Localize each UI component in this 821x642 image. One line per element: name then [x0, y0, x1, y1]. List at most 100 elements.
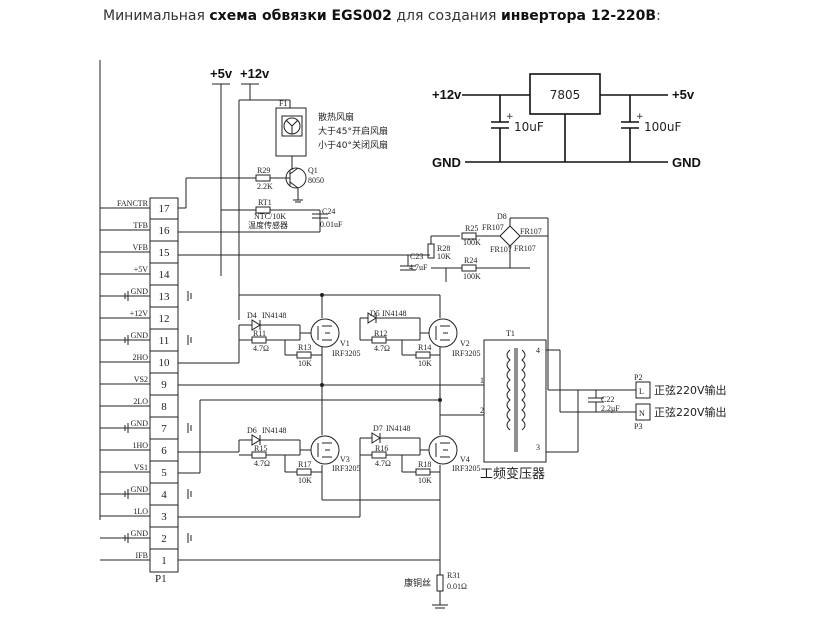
r15-value: 4.7Ω — [254, 459, 270, 468]
pin-label-3: 1LO — [133, 507, 148, 516]
reg-gnd-right: GND — [672, 155, 701, 170]
output-l-label: 正弦220V输出 — [654, 383, 727, 397]
p3-ref: P3 — [634, 422, 642, 431]
ground-icon — [124, 291, 129, 301]
r31-desc: 康铜丝 — [404, 577, 431, 589]
pin-label-9: VS2 — [134, 375, 148, 384]
q1-ref: Q1 — [308, 166, 318, 175]
reg-gnd-left: GND — [432, 155, 461, 170]
caption-suffix: : — [656, 8, 661, 24]
pin-number-1: 1 — [161, 555, 167, 567]
pin-number-11: 11 — [159, 335, 170, 347]
v1-type: IRF3205 — [332, 349, 360, 358]
pin-number-15: 15 — [159, 247, 171, 259]
rt1-value: NTC/10K — [254, 212, 286, 221]
fan-title: 散热风扇 — [318, 111, 354, 123]
c23-value: 4.7uF — [409, 263, 428, 272]
terminal-n — [635, 403, 651, 421]
r16-value: 4.7Ω — [375, 459, 391, 468]
r28-ref: R28 — [437, 244, 450, 253]
v3-type: IRF3205 — [332, 464, 360, 473]
pin-label-2: GND — [131, 529, 149, 538]
v2-ref: V2 — [460, 339, 470, 348]
d7-ref: D7 — [373, 424, 383, 433]
caption-middle: для создания — [391, 8, 501, 24]
rt1-desc: 温度传感器 — [248, 220, 288, 230]
d4-ref: D4 — [247, 311, 257, 320]
pin-number-17: 17 — [159, 203, 171, 215]
r15-ref: R15 — [254, 444, 267, 453]
r29-value: 2.2K — [257, 182, 273, 191]
pin-number-2: 2 — [161, 533, 167, 545]
supply-rails: +5v +12v — [210, 66, 291, 320]
d8-bl: FR107 — [490, 245, 512, 254]
fan-line2: 小于40°关闭风扇 — [318, 139, 388, 151]
c23-ref: C23 — [410, 252, 423, 261]
r12-ref: R12 — [374, 329, 387, 338]
c22-value: 2.2μF — [601, 404, 620, 413]
r25-value: 100K — [463, 238, 481, 247]
d8-ref: D8 — [497, 212, 507, 221]
c22-ref: C22 — [601, 395, 614, 404]
shunt-r31 — [436, 574, 444, 592]
r12-value: 4.7Ω — [374, 344, 390, 353]
c24-value: 0.01uF — [320, 220, 343, 229]
r24-ref: R24 — [464, 256, 477, 265]
d8-tr: FR107 — [520, 227, 542, 236]
pin-number-3: 3 — [161, 511, 167, 523]
connector-name: P1 — [155, 573, 167, 585]
r31-ref: R31 — [447, 571, 460, 580]
d8-br: FR107 — [514, 244, 536, 253]
pin-number-5: 5 — [161, 467, 167, 479]
r25-ref: R25 — [465, 224, 478, 233]
v3-ref: V3 — [340, 455, 350, 464]
r31-value: 0.01Ω — [447, 582, 467, 591]
r11-ref: R11 — [253, 329, 266, 338]
rt1-ref: RT1 — [258, 198, 272, 207]
fan-ref: F1 — [279, 99, 287, 108]
ground-icon — [124, 533, 129, 543]
pin-label-1: IFB — [136, 551, 148, 560]
pin-number-7: 7 — [161, 423, 167, 435]
ground-icon — [187, 489, 192, 499]
q1-value: 8050 — [308, 176, 324, 185]
h-bridge: V1 IRF3205 V2 IRF3205 V3 IRF3205 V4 IRF3… — [178, 293, 484, 609]
pin-number-4: 4 — [161, 489, 167, 501]
pin-number-14: 14 — [159, 269, 171, 281]
caption-bold-inverter: инвертора 12-220В — [500, 8, 657, 24]
pin-label-4: GND — [131, 485, 149, 494]
fan-line1: 大于45°开启风扇 — [318, 125, 388, 137]
v4-type: IRF3205 — [452, 464, 480, 473]
terminal-n-label: N — [639, 409, 645, 418]
caption-bold-egs002: схема обвязки EGS002 — [209, 8, 392, 24]
d7-value: IN4148 — [386, 424, 410, 433]
rail-5v-label: +5v — [210, 66, 233, 81]
r18-ref: R18 — [418, 460, 431, 469]
pin-number-10: 10 — [159, 357, 171, 369]
pin-label-16: TFB — [133, 221, 148, 230]
r13-ref: R13 — [298, 343, 311, 352]
pin-number-12: 12 — [159, 313, 170, 325]
r14-ref: R14 — [418, 343, 431, 352]
transformer-label: 工频变压器 — [480, 466, 545, 482]
ground-icon — [124, 423, 129, 433]
cap-out-value: 100uF — [644, 120, 682, 134]
v1-ref: V1 — [340, 339, 350, 348]
t1-pin1: 1 — [480, 376, 484, 385]
d6-ref: D6 — [247, 426, 257, 435]
cap-in-value: 10uF — [514, 120, 544, 134]
transformer-t1 — [483, 339, 547, 463]
ground-icon — [187, 423, 192, 433]
c24-ref: C24 — [322, 207, 335, 216]
output-n-label: 正弦220V输出 — [654, 405, 727, 419]
pin-label-14: +5V — [134, 265, 149, 274]
pin-label-10: 2HO — [132, 353, 148, 362]
t1-pin3: 3 — [536, 443, 540, 452]
terminal-l — [635, 381, 651, 399]
pin-label-11: GND — [131, 331, 149, 340]
feedback-network: C23 4.7uF R28 10K R25 100K R24 100K D8 F… — [178, 212, 549, 390]
regulator-7805: 7805 + + 10uF 100uF +12v +5v GND GND — [432, 73, 701, 170]
r24-value: 100K — [463, 272, 481, 281]
caption-prefix: Минимальная — [103, 8, 210, 24]
